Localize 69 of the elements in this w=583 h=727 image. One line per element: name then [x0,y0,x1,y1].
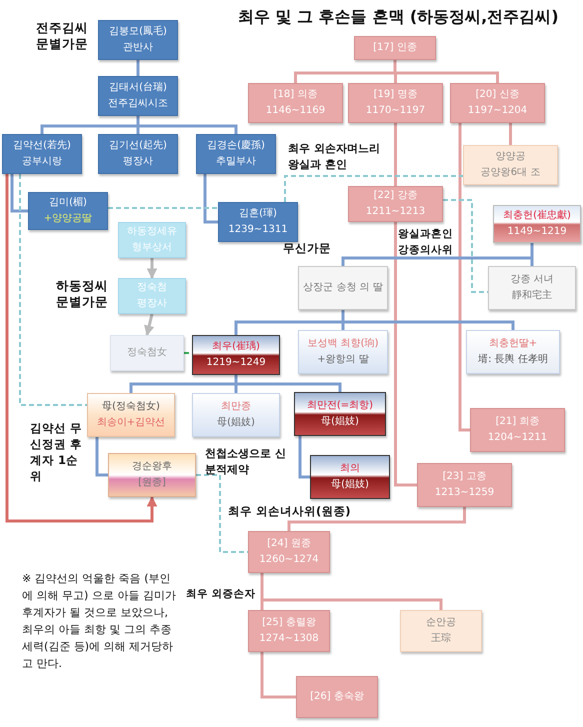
annotation: 최우 외손자며느리 왕실과 혼인 [288,141,381,173]
dashed-line [443,199,488,293]
person-box: 최의 母(娼妓) [310,455,390,499]
person-box: 정숙첨 평장사 [118,278,186,314]
person-box: 母(정숙첨女) 최송이+김약선 [87,393,175,437]
person-box: 최충헌딸+ 壻: 長輿 任孝明 [466,330,560,374]
arrow [146,258,158,280]
connector-line [394,123,397,186]
king-box: [25] 충렬왕 1274~1308 [248,610,330,652]
annotation: 천첩소생으로 신분적제약 [205,446,287,478]
connector-line [10,174,28,212]
king-box: [24] 원종 1260~1274 [248,531,330,573]
king-box: [26] 충숙왕 [296,676,378,718]
person-box: 양양공 공양왕6대 조 [463,145,558,185]
annotation: 무신가문 [283,240,332,256]
connector-line [394,222,417,486]
person-box: 최만전(=최항) 母(娼妓) [294,392,386,436]
king-box: [23] 고종 1213~1259 [417,463,512,507]
person-box: 김봉모(鳳毛) 관반사 [98,20,178,60]
person-box: 하동정세유 형부상서 [118,222,186,258]
connector-line [458,123,470,432]
dashed-line [284,175,463,202]
dashed-line [19,174,87,406]
connector-line [96,437,108,476]
person-box: 보성백 최향(珦) +왕항의 딸 [298,330,388,374]
person-box: 김미(楣) +양양공딸 [28,192,108,230]
person-box: 김경손(慶孫) 추밀부사 [196,134,276,174]
king-box: [22] 강종 1211~1213 [348,186,443,222]
person-box: 김태서(台瑞) 전주김씨시조 [98,76,178,116]
person-box: 김약선(若先) 공부시랑 [2,134,82,174]
connector-line [204,174,218,224]
connector-line [234,375,342,392]
annotation: 강종의사위 [398,243,454,258]
connector-line [260,652,296,698]
annotation: 하동정씨 문별가문 [56,278,109,310]
connector-line [342,310,514,330]
person-box: 최만종 母(娼妓) [192,393,280,437]
person-box: 정숙첨女 [110,335,184,371]
person-box: 상장군 송청 의 딸 [298,266,388,310]
dashed-line [196,474,248,553]
note-text: ※ 김약선의 억울한 죽음 (부인에 의해 무고) 으로 아들 김미가 후계자가 될 것으로 보았으나, 최우의 아들 최항 및 그의 추종세력(김준 등)에 의해 제거당하고 만다. [22,571,177,672]
arrow [6,174,158,522]
king-box: [21] 희종 1204~1211 [470,408,565,452]
annotation: 최우 외손녀사위(원종) [228,503,352,519]
connector-line [298,436,310,478]
connector-line [260,573,442,610]
person-box: 김기선(起先) 평장사 [98,134,178,174]
connector-line [288,507,466,531]
king-box: [19] 명종 1170~1197 [348,83,443,123]
connector-line [136,116,238,134]
annotation: 최우 외증손자 [186,587,257,602]
person-box: 김혼(琿) 1239~1311 [218,202,298,242]
annotation: 왕실과혼인 [398,227,454,242]
title: 최우 및 그 후손들 혼맥 (하동정씨,전주김씨) [238,6,559,28]
person-box: 강종 서녀 靜和宅主 [488,266,576,310]
dashed-line [184,352,192,354]
annotation: 김약선 무신정권 후계자 1순위 [30,420,82,484]
person-box: 순안공 王琮 [400,610,482,652]
connector-line [509,123,512,145]
annotation: 전주김씨 문별가문 [36,20,89,52]
arrow [144,314,154,336]
connector-line [136,60,140,76]
king-box: [17] 인종 [354,36,436,60]
king-box: [18] 의종 1146~1169 [248,83,343,123]
person-box: 경순왕후 [원종] [108,453,196,497]
dashed-line [108,207,218,209]
person-box: 최충헌(崔忠獻) 1149~1219 [493,205,581,243]
person-box: 최우(崔瑀) 1219~1249 [192,335,280,375]
king-box: [20] 신종 1197~1204 [450,83,545,123]
